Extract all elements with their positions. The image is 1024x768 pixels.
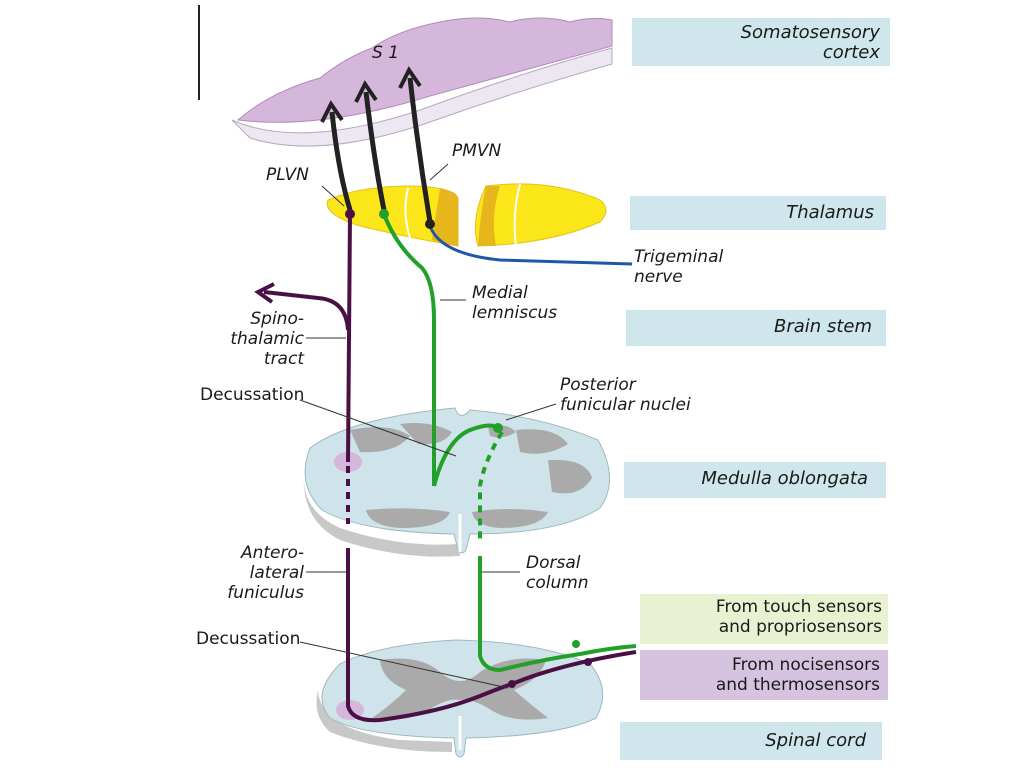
anterolateral-label-1: Antero-: [240, 543, 304, 563]
arrowhead-3: [398, 66, 422, 89]
black-projection-3: [407, 77, 433, 223]
brain-stem-label: Brain stem: [774, 316, 872, 337]
black-projection-1: [329, 111, 353, 211]
medulla-gray-center: [400, 423, 452, 445]
brain-stem-box: [626, 310, 886, 346]
purple-tract-main: [346, 213, 352, 463]
thalamus-section: [326, 183, 607, 247]
spinal-cord-section: [316, 639, 604, 758]
medulla-gray-right: [516, 429, 568, 454]
decussation-spinal-leader: [299, 641, 509, 689]
green-dorsal-dashed: [478, 430, 504, 540]
spinothalamic-label-3: tract: [264, 349, 305, 369]
nocisensors-label-2: and thermosensors: [716, 675, 880, 695]
region-boxes: Somatosensory cortex Thalamus Brain stem…: [620, 18, 890, 760]
spinal-gray-matter: [372, 658, 548, 720]
thalamus-box: [630, 196, 886, 230]
anterolateral-label-3: funiculus: [227, 583, 304, 603]
black-projection-2: [363, 91, 387, 211]
decussation-spinal-label: Decussation: [196, 629, 300, 649]
thalamus-divider-1: [404, 187, 411, 239]
spinal-cord-box: [620, 722, 882, 760]
nocisensors-label-1: From nocisensors: [732, 655, 880, 675]
spinal-cord-label: Spinal cord: [765, 730, 866, 751]
green-synapse-nucleus: [493, 423, 503, 433]
purple-tract-lower: [346, 548, 513, 723]
spinal-shadow: [316, 690, 452, 752]
green-synapse-thalamus: [379, 209, 389, 219]
dorsal-column-label-1: Dorsal: [526, 553, 581, 573]
purple-synapse-spinal: [508, 680, 516, 688]
spinothalamic-label-1: Spino-: [250, 309, 304, 329]
plvn-leader: [321, 185, 345, 207]
purple-synapse-dorsal: [584, 658, 592, 666]
somatosensory-box: [632, 18, 890, 66]
green-decussation: [432, 423, 495, 487]
arrowhead-1: [320, 100, 344, 123]
somatosensory-label-1: Somatosensory: [741, 22, 881, 43]
pathways: [254, 66, 637, 723]
nocisensors-box: [640, 650, 888, 700]
touch-sensors-box: [640, 594, 888, 644]
medulla-label: Medulla oblongata: [701, 468, 868, 489]
dorsal-column-label-2: column: [526, 573, 589, 593]
touch-sensors-label-1: From touch sensors: [716, 597, 882, 617]
medial-lemniscus-label-2: lemniscus: [472, 303, 557, 323]
medulla-pyramid-left: [366, 508, 450, 528]
touch-sensors-label-2: and propriosensors: [719, 617, 882, 637]
posterior-funicular-label-1: Posterior: [560, 375, 637, 395]
medulla-box: [624, 462, 886, 498]
thalamus-right-nucleus: [474, 183, 607, 247]
pmvn-label: PMVN: [452, 141, 502, 161]
s1-label: S 1: [372, 43, 399, 63]
leader-lines: [299, 163, 557, 689]
purple-synapse-thalamus: [345, 209, 355, 219]
thalamus-label: Thalamus: [786, 202, 874, 223]
pmvn-leader: [429, 163, 449, 181]
trigeminal-label-1: Trigeminal: [634, 247, 724, 267]
cortex-section: S 1: [231, 17, 613, 147]
green-synapse-spinal: [572, 640, 580, 648]
thalamus-right-shade: [478, 186, 500, 246]
black-synapse-pmvn: [425, 219, 435, 229]
cortex-gray-matter: [236, 17, 613, 123]
decussation-medulla-leader: [299, 399, 457, 457]
medulla-gray-left: [350, 427, 410, 453]
diagram-labels: PLVN PMVN Trigeminal nerve Medial lemnis…: [196, 141, 724, 649]
spinothalamic-label-2: thalamic: [230, 329, 304, 349]
thalamus-divider-2: [513, 183, 521, 247]
blue-trigeminal: [428, 225, 633, 266]
somatosensory-label-2: cortex: [823, 42, 880, 63]
medulla-section: [303, 407, 610, 557]
medulla-pyramid-right: [472, 509, 548, 528]
medulla-olive: [548, 459, 592, 494]
decussation-medulla-label: Decussation: [200, 385, 304, 405]
purple-nociceptor-input: [511, 650, 637, 686]
purple-branch: [263, 290, 350, 331]
purple-branch-arrow: [254, 282, 275, 304]
cortex-white-matter: [231, 47, 613, 147]
medial-lemniscus-label-1: Medial: [472, 283, 528, 303]
green-dorsal-column: [478, 556, 637, 673]
green-medial-lemniscus: [382, 213, 436, 486]
anterolateral-label-2: lateral: [250, 563, 305, 583]
posterior-funicular-leader: [505, 403, 557, 421]
posterior-funicular-label-2: funicular nuclei: [560, 395, 691, 415]
arrowhead-2: [354, 80, 378, 103]
thalamus-left-shade: [432, 188, 458, 246]
medulla-shadow: [303, 470, 460, 557]
trigeminal-label-2: nerve: [634, 267, 683, 287]
plvn-label: PLVN: [266, 165, 309, 185]
